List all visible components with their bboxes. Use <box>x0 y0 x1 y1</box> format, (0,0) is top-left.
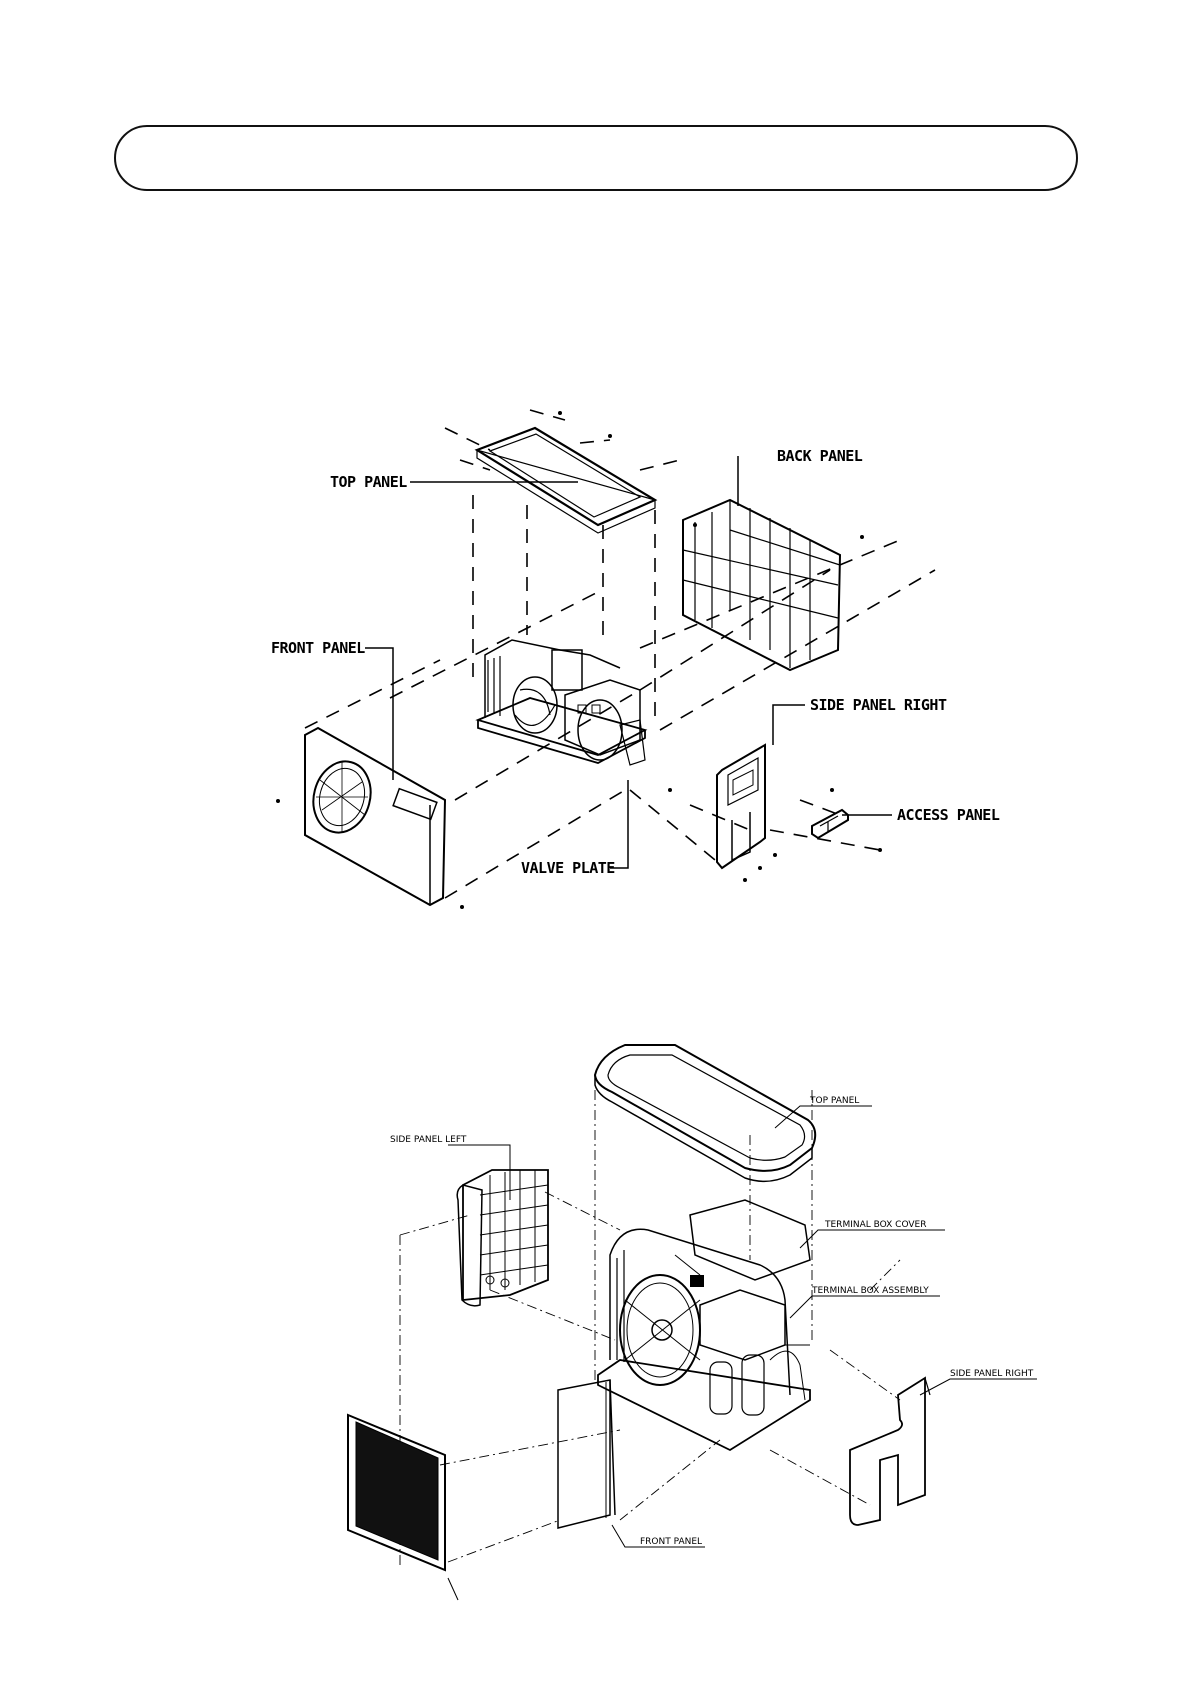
access-panel-1 <box>812 810 848 838</box>
label-access-panel-1: ACCESS PANEL <box>897 806 1000 824</box>
top-panel-1 <box>477 428 655 533</box>
label-side-panel-right-1: SIDE PANEL RIGHT <box>810 696 947 714</box>
assembly-guide-lines-2 <box>400 1090 900 1565</box>
core-unit-1 <box>478 640 645 765</box>
label-terminal-box-cover-2: TERMINAL BOX COVER <box>824 1220 926 1230</box>
top-panel-2 <box>595 1045 815 1181</box>
core-unit-2 <box>598 1200 810 1450</box>
side-panel-right-1 <box>717 745 765 868</box>
label-side-panel-right-2: SIDE PANEL RIGHT <box>950 1369 1034 1379</box>
front-grille-2 <box>348 1415 445 1570</box>
label-side-panel-left-2: SIDE PANEL LEFT <box>390 1135 467 1145</box>
side-panel-right-2 <box>850 1378 930 1525</box>
front-panel-2 <box>558 1380 615 1528</box>
front-panel-1 <box>305 728 445 905</box>
label-terminal-box-assembly-2: TERMINAL BOX ASSEMBLY <box>811 1286 929 1296</box>
diagram-1: TOP PANEL BACK PANEL FRONT PANEL SIDE PA… <box>271 410 1000 909</box>
label-top-panel-2: TOP PANEL <box>809 1096 859 1106</box>
label-front-panel-1: FRONT PANEL <box>271 639 365 657</box>
label-top-panel-1: TOP PANEL <box>330 473 407 491</box>
side-panel-left-2 <box>457 1170 548 1306</box>
leader-lines-2 <box>448 1106 1037 1600</box>
label-front-panel-2: FRONT PANEL <box>640 1537 702 1547</box>
diagram-2: TOP PANEL SIDE PANEL LEFT TERMINAL BOX C… <box>348 1045 1037 1600</box>
label-valve-plate-1: VALVE PLATE <box>521 859 615 877</box>
back-panel-1 <box>683 500 840 670</box>
label-back-panel-1: BACK PANEL <box>777 447 863 465</box>
